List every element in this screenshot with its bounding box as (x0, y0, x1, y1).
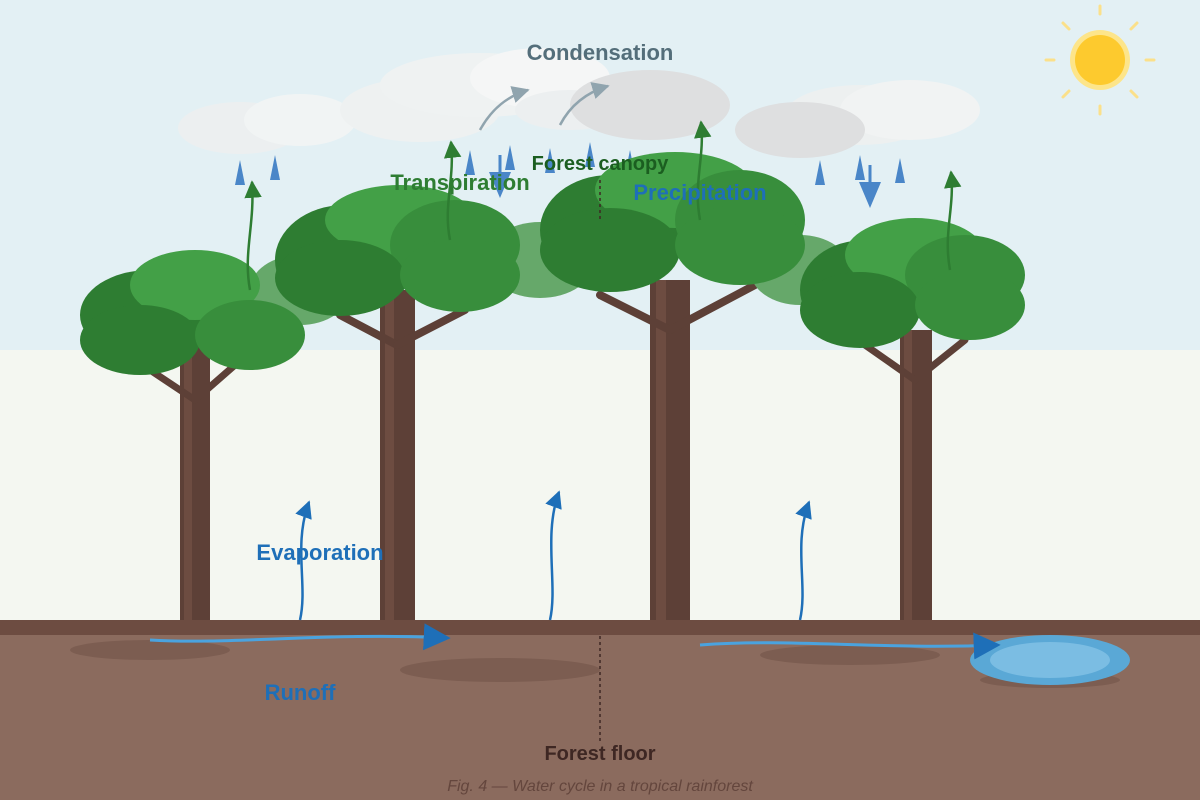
evaporation-arrow (295, 500, 312, 621)
label-forest-floor: Forest floor (544, 743, 655, 765)
figure-caption: Fig. 4 — Water cycle in a tropical rainf… (447, 778, 753, 795)
tree-icon (275, 185, 595, 620)
label-transpiration: Transpiration (390, 170, 529, 195)
pond-icon (970, 635, 1130, 685)
tree-icon (800, 218, 1025, 620)
soil-top-band (0, 620, 1200, 635)
condensation-arrow (478, 86, 530, 131)
label-evaporation: Evaporation (256, 540, 383, 565)
tree-icon (80, 250, 350, 620)
label-forest-canopy: Forest canopy (532, 153, 670, 175)
transpiration-arrow (443, 140, 462, 241)
transpiration-arrow (694, 120, 712, 221)
evaporation-arrow (795, 500, 812, 621)
cloud-icon (178, 48, 980, 158)
transpiration-arrow (244, 180, 262, 291)
label-runoff: Runoff (265, 680, 337, 705)
runoff-stream (149, 623, 451, 651)
precipitation-arrow (489, 155, 511, 198)
label-condensation: Condensation (527, 40, 674, 65)
label-precipitation: Precipitation (633, 180, 766, 205)
runoff-stream (699, 632, 1001, 660)
raindrop-icon (235, 142, 905, 185)
precipitation-arrow (859, 165, 881, 208)
transpiration-arrow (944, 170, 962, 271)
evaporation-arrow (545, 490, 562, 621)
condensation-arrow (558, 82, 610, 126)
sun-icon (1044, 4, 1156, 116)
